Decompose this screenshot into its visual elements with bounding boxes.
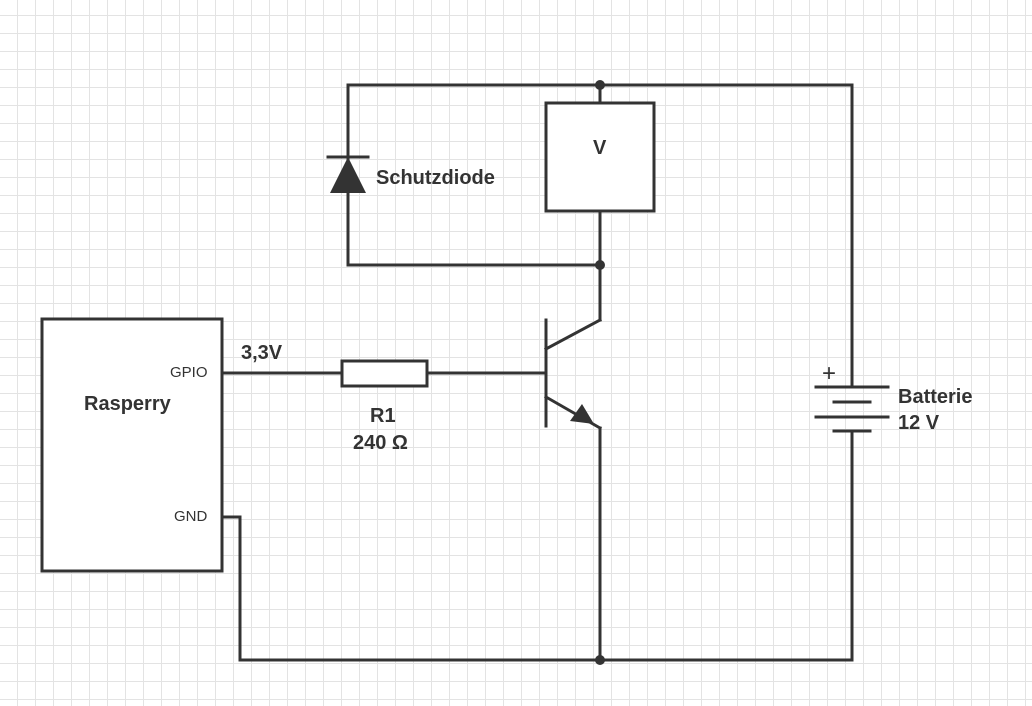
transistor-symbol bbox=[543, 317, 603, 431]
signal-voltage-label: 3,3V bbox=[241, 342, 283, 364]
battery-name-label: Batterie bbox=[898, 386, 973, 408]
junction-diode bbox=[595, 260, 605, 270]
gnd-pin-label: GND bbox=[174, 508, 208, 525]
junction-bottom bbox=[595, 655, 605, 665]
transistor-collector bbox=[543, 317, 603, 352]
diode-triangle bbox=[330, 157, 366, 193]
resistor-value-label: 240 Ω bbox=[353, 432, 408, 454]
raspberry-label: Rasperry bbox=[84, 393, 171, 415]
raspberry-box bbox=[40, 317, 224, 573]
battery-voltage-label: 12 V bbox=[898, 412, 940, 434]
battery-symbol bbox=[814, 385, 890, 433]
transistor-emitter-arrow bbox=[570, 404, 594, 424]
resistor-symbol bbox=[340, 359, 429, 388]
wire-diode-branch bbox=[346, 83, 602, 267]
battery-plus-sign: + bbox=[822, 360, 837, 387]
diode-symbol bbox=[326, 155, 370, 193]
wire-bottom-rail bbox=[220, 515, 854, 662]
junction-top bbox=[595, 80, 605, 90]
gpio-pin-label: GPIO bbox=[170, 364, 208, 381]
resistor-ref-label: R1 bbox=[370, 405, 396, 427]
load-label: V bbox=[593, 137, 607, 159]
load-box bbox=[544, 101, 656, 213]
diode-label: Schutzdiode bbox=[376, 167, 495, 189]
